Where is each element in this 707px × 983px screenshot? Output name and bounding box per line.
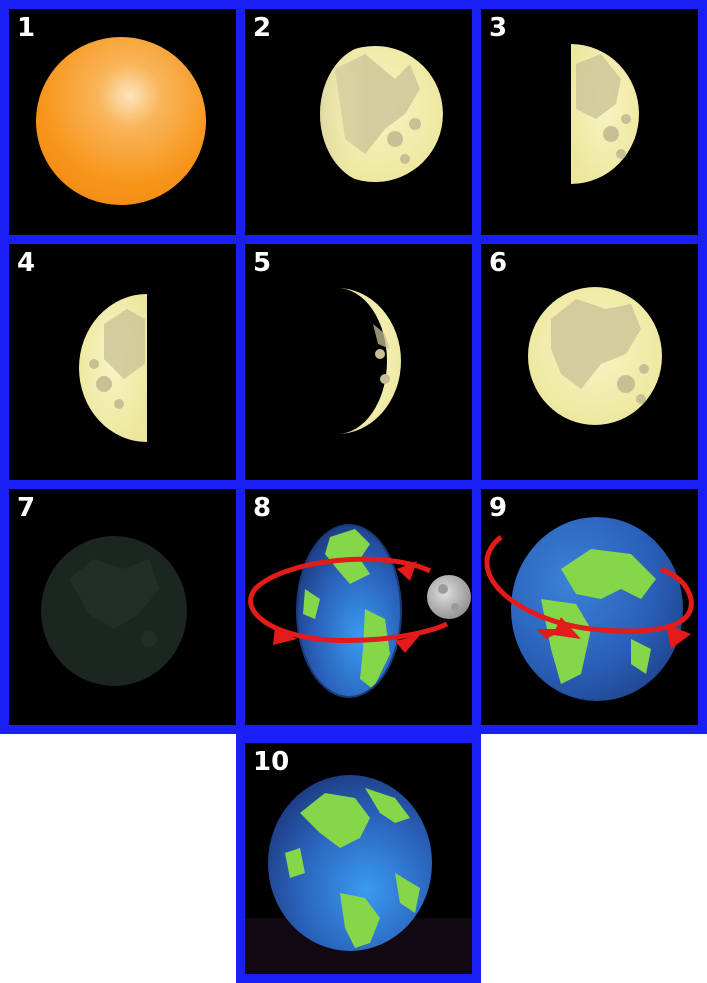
tile-8: 8 bbox=[236, 480, 481, 734]
last-quarter-moon-icon bbox=[79, 294, 147, 442]
tile-6: 6 bbox=[472, 235, 707, 489]
full-moon-icon bbox=[528, 287, 662, 425]
tile-number: 6 bbox=[489, 248, 508, 278]
waxing-gibbous-moon-icon bbox=[320, 44, 443, 184]
tile-number: 4 bbox=[17, 248, 36, 278]
tile-3: 3 bbox=[472, 0, 707, 244]
tile-number: 9 bbox=[489, 493, 508, 523]
earth-icon bbox=[245, 775, 472, 974]
tile-9: 9 bbox=[472, 480, 707, 734]
tile-5: 5 bbox=[236, 235, 481, 489]
sun-icon bbox=[36, 37, 206, 205]
tile-number: 10 bbox=[253, 747, 290, 777]
new-moon-icon bbox=[41, 536, 187, 686]
waxing-crescent-moon-icon bbox=[337, 288, 401, 434]
earth-rotation-icon bbox=[484, 517, 694, 701]
tile-10: 10 bbox=[236, 734, 481, 983]
first-quarter-moon-icon bbox=[571, 44, 639, 184]
tile-2: 2 bbox=[236, 0, 481, 244]
tile-4: 4 bbox=[0, 235, 245, 489]
tile-number: 8 bbox=[253, 493, 272, 523]
tile-number: 2 bbox=[253, 13, 272, 43]
moon-orbit-around-earth-icon bbox=[248, 524, 471, 698]
tile-number: 5 bbox=[253, 248, 272, 278]
tile-number: 7 bbox=[17, 493, 36, 523]
tile-1: 1 bbox=[0, 0, 245, 244]
tile-number: 1 bbox=[17, 13, 36, 43]
tile-7: 7 bbox=[0, 480, 245, 734]
tile-number: 3 bbox=[489, 13, 508, 43]
